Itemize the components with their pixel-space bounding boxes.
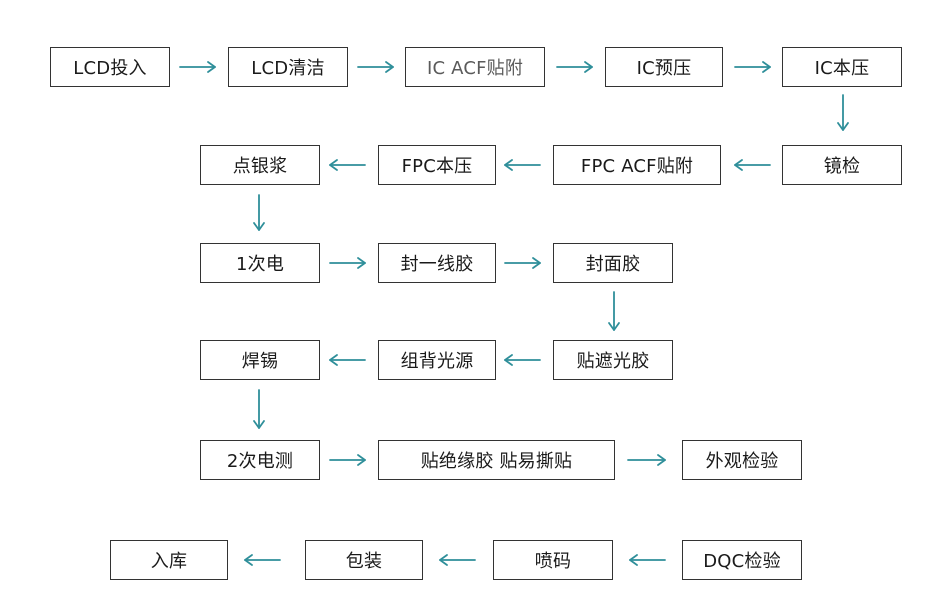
arrow-left [329, 159, 366, 171]
step-label: IC预压 [636, 58, 692, 79]
arrow-down [253, 389, 265, 429]
step-label: 点银浆 [232, 156, 288, 177]
step-ic-acf-attach: IC ACF贴附 [405, 47, 545, 87]
step-first-electrical-test: 1次电 [200, 243, 320, 283]
step-visual-inspection: 外观检验 [682, 440, 802, 480]
step-label: DQC检验 [703, 551, 781, 572]
arrow-down [608, 291, 620, 331]
arrow-down [253, 194, 265, 231]
step-fpc-main-press: FPC本压 [378, 145, 496, 185]
step-backlight-assembly: 组背光源 [378, 340, 496, 380]
arrow-down [837, 94, 849, 131]
step-label: 贴绝缘胶 贴易撕贴 [420, 451, 573, 472]
step-warehousing: 入库 [110, 540, 228, 580]
arrow-right [357, 61, 394, 73]
step-light-shield-tape: 贴遮光胶 [553, 340, 673, 380]
step-packaging: 包装 [305, 540, 423, 580]
step-lcd-input: LCD投入 [50, 47, 170, 87]
step-label: 封一线胶 [400, 254, 474, 275]
step-label: IC ACF贴附 [426, 58, 524, 79]
step-label: 封面胶 [585, 254, 641, 275]
step-dqc-inspection: DQC检验 [682, 540, 802, 580]
step-label: 2次电测 [226, 451, 294, 472]
step-label: 外观检验 [705, 451, 779, 472]
arrow-left [244, 554, 281, 566]
step-insulation-and-peel-tape: 贴绝缘胶 贴易撕贴 [378, 440, 615, 480]
step-label: 入库 [150, 551, 188, 572]
arrow-right [556, 61, 593, 73]
step-soldering: 焊锡 [200, 340, 320, 380]
step-silver-paste: 点银浆 [200, 145, 320, 185]
step-label: 焊锡 [241, 351, 279, 372]
step-lcd-cleaning: LCD清洁 [228, 47, 348, 87]
step-seal-line-glue: 封一线胶 [378, 243, 496, 283]
arrow-right [179, 61, 216, 73]
arrow-right [329, 257, 366, 269]
arrow-right [504, 257, 541, 269]
step-label: 1次电 [235, 254, 285, 275]
arrow-left [504, 159, 541, 171]
step-label: LCD清洁 [251, 58, 325, 79]
step-label: IC本压 [814, 58, 870, 79]
step-label: LCD投入 [73, 58, 147, 79]
step-label: 组背光源 [400, 351, 474, 372]
step-label: FPC本压 [401, 156, 473, 177]
step-inkjet-coding: 喷码 [493, 540, 613, 580]
arrow-left [439, 554, 476, 566]
step-ic-main-press: IC本压 [782, 47, 902, 87]
step-label: 贴遮光胶 [576, 351, 650, 372]
step-label: FPC ACF贴附 [580, 156, 694, 177]
arrow-left [329, 354, 366, 366]
step-label: 包装 [345, 551, 383, 572]
step-microscope-inspection: 镜检 [782, 145, 902, 185]
step-second-electrical-test: 2次电测 [200, 440, 320, 480]
arrow-right [734, 61, 771, 73]
arrow-left [504, 354, 541, 366]
arrow-right [627, 454, 666, 466]
arrow-left [629, 554, 666, 566]
step-label: 镜检 [823, 156, 861, 177]
step-label: 喷码 [534, 551, 572, 572]
arrow-left [734, 159, 771, 171]
arrow-right [329, 454, 366, 466]
step-seal-surface-glue: 封面胶 [553, 243, 673, 283]
step-ic-pre-press: IC预压 [605, 47, 723, 87]
step-fpc-acf-attach: FPC ACF贴附 [553, 145, 721, 185]
